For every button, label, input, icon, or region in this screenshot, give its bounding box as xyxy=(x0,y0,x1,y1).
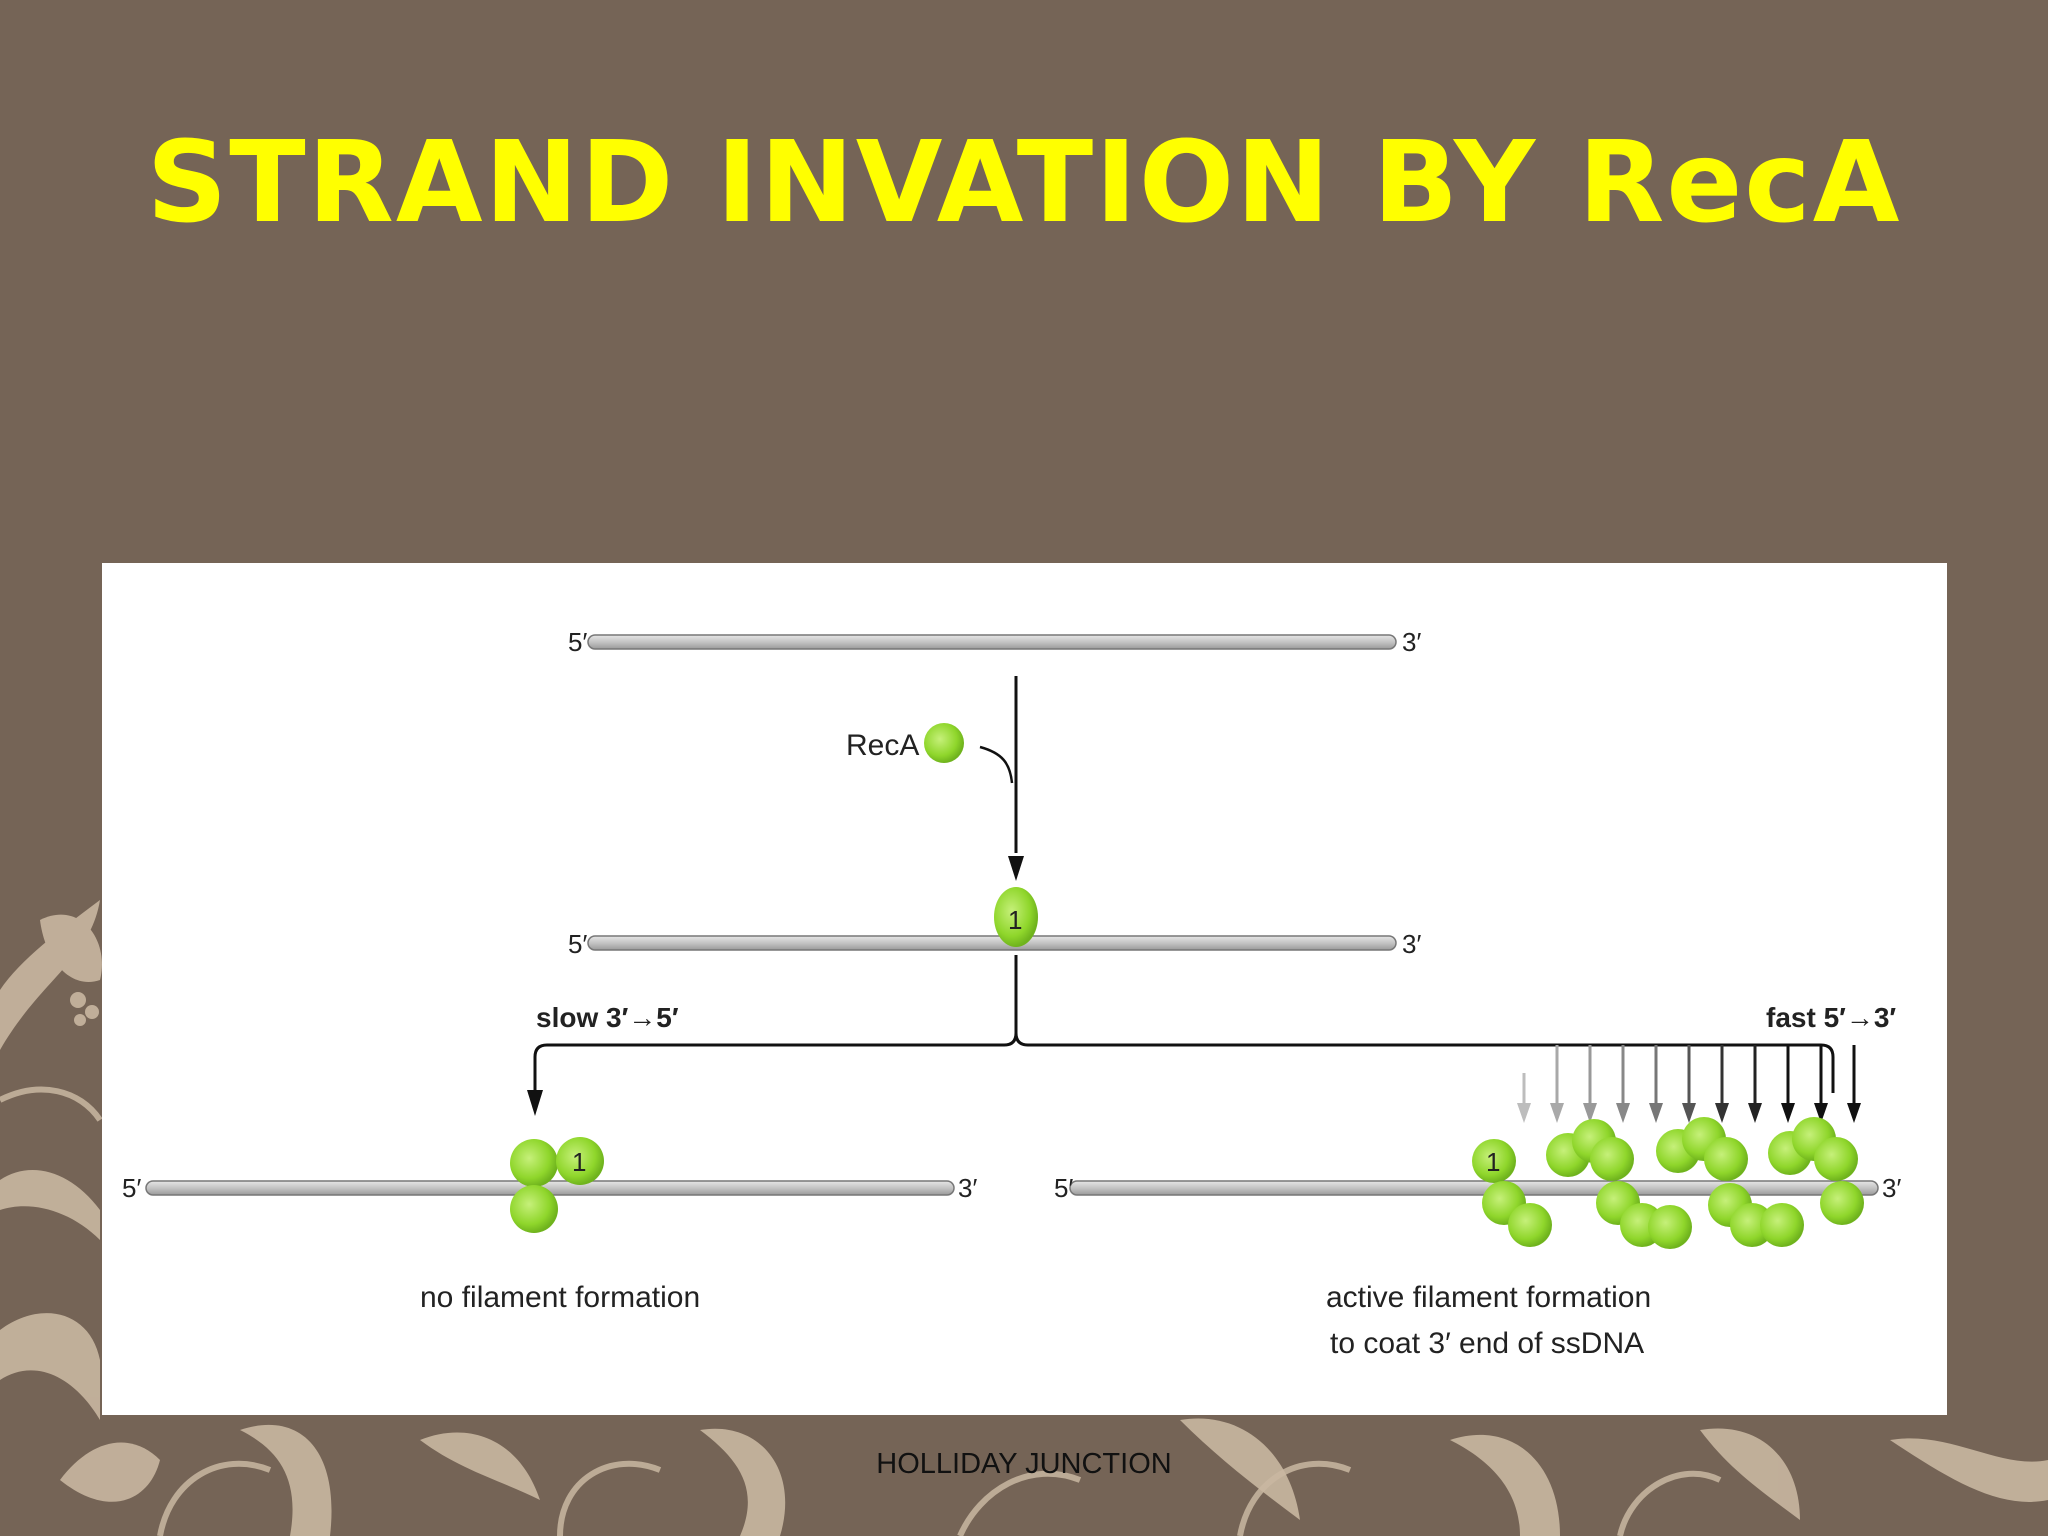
right-product-monomer-label: 1 xyxy=(1486,1147,1500,1177)
left-product-strand: 1 5′ 3′ xyxy=(122,1137,977,1233)
left-product-caption: no filament formation xyxy=(420,1281,700,1314)
top-strand-3prime-label: 3′ xyxy=(1402,627,1421,657)
reca-bound-ssdna-strand: 1 5′ 3′ xyxy=(568,887,1421,959)
left-product-3prime-label: 3′ xyxy=(958,1173,977,1203)
right-product-5prime-label: 5′ xyxy=(1054,1173,1073,1203)
top-strand-5prime-label: 5′ xyxy=(568,627,587,657)
fast-direction-label: fast 5′→3′ xyxy=(1766,1002,1896,1033)
reca-label: RecA xyxy=(846,729,919,762)
bound-strand-3prime-label: 3′ xyxy=(1402,929,1421,959)
right-product-3prime-label: 3′ xyxy=(1882,1173,1901,1203)
left-product-5prime-label: 5′ xyxy=(122,1173,141,1203)
bound-monomer-label: 1 xyxy=(1008,905,1022,935)
fast-arrow-cascade xyxy=(1517,1045,1861,1123)
slide-title: STRAND INVATION BY RecA xyxy=(146,118,1902,248)
right-product-caption-line2: to coat 3′ end of ssDNA xyxy=(1330,1327,1644,1360)
bound-strand-5prime-label: 5′ xyxy=(568,929,587,959)
right-product-caption-line1: active filament formation xyxy=(1326,1281,1651,1314)
free-reca-monomer xyxy=(924,723,964,763)
slow-arrowhead xyxy=(527,1090,543,1116)
reca-diagram-panel: 5′ 3′ RecA 1 5′ 3′ slow 3′→5′ fast 5′→3′ xyxy=(102,563,1947,1415)
reca-filament xyxy=(1472,1117,1864,1249)
reca-diagram: 5′ 3′ RecA 1 5′ 3′ slow 3′→5′ fast 5′→3′ xyxy=(122,627,1901,1360)
top-ssdna-strand: 5′ 3′ xyxy=(568,627,1421,657)
left-product-monomer-label: 1 xyxy=(572,1147,586,1177)
reca-addition-arrow xyxy=(979,676,1024,881)
slide-footer: HOLLIDAY JUNCTION xyxy=(876,1448,1172,1480)
slow-direction-label: slow 3′→5′ xyxy=(536,1002,679,1033)
right-product-strand: 1 5′ 3′ xyxy=(1054,1117,1901,1249)
branch-lines xyxy=(533,955,1835,1093)
